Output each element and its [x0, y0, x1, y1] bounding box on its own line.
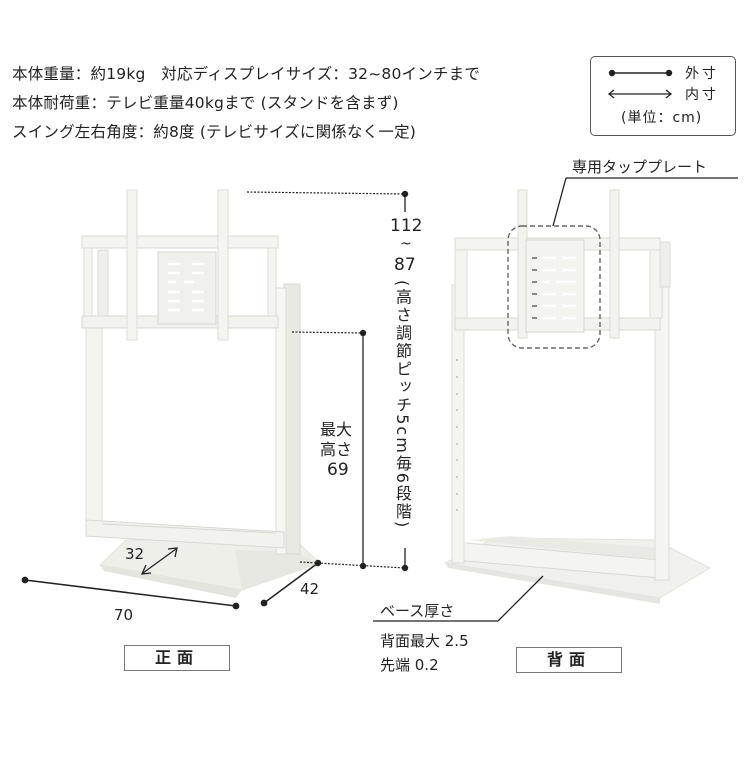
inner-dimension-icon	[607, 89, 673, 99]
height-range-separator: ~	[400, 236, 412, 252]
spec-load-capacity: 本体耐荷重：テレビ重量40kgまで (スタンドを含まず)	[12, 94, 399, 112]
legend-outer-label: 外寸	[685, 66, 719, 82]
legend-inner-label: 内寸	[685, 87, 719, 103]
max-height-label-1: 最大	[320, 420, 353, 439]
front-dimension-lines	[21, 190, 409, 610]
base-depth: 42	[300, 580, 320, 598]
max-height-label-2: 高さ	[320, 440, 353, 459]
legend-line-icons	[607, 69, 673, 99]
spec-swing-angle: スイング左右角度：約8度 (テレビサイズに関係なく一定)	[12, 123, 417, 141]
legend-unit: (単位：cm)	[621, 110, 703, 126]
base-thickness-title: ベース厚さ	[380, 602, 455, 620]
height-adjust-note: (高さ調節ピッチ5cm毎6段階)	[393, 280, 412, 530]
back-view-label: 背面	[516, 647, 622, 673]
base-thickness-back: 背面最大 2.5	[380, 632, 469, 650]
tap-plate-highlight	[507, 225, 601, 349]
base-inner-depth: 32	[125, 545, 145, 563]
back-callout-lines	[373, 177, 738, 622]
front-stand-illustration	[81, 189, 321, 598]
height-range-bottom: 87	[394, 255, 416, 275]
base-width: 70	[114, 606, 134, 624]
outer-dimension-icon	[608, 69, 673, 77]
dimension-legend: 外寸 内寸 (単位：cm)	[590, 56, 736, 136]
tap-plate-callout: 専用タッププレート	[572, 158, 708, 176]
spec-weight-and-display-size: 本体重量：約19kg 対応ディスプレイサイズ：32~80インチまで	[12, 65, 481, 83]
base-thickness-tip: 先端 0.2	[380, 656, 439, 674]
max-height-value: 69	[327, 460, 349, 480]
back-stand-illustration	[443, 189, 712, 604]
height-range-top: 112	[390, 216, 423, 236]
front-view-label: 正面	[124, 645, 230, 671]
